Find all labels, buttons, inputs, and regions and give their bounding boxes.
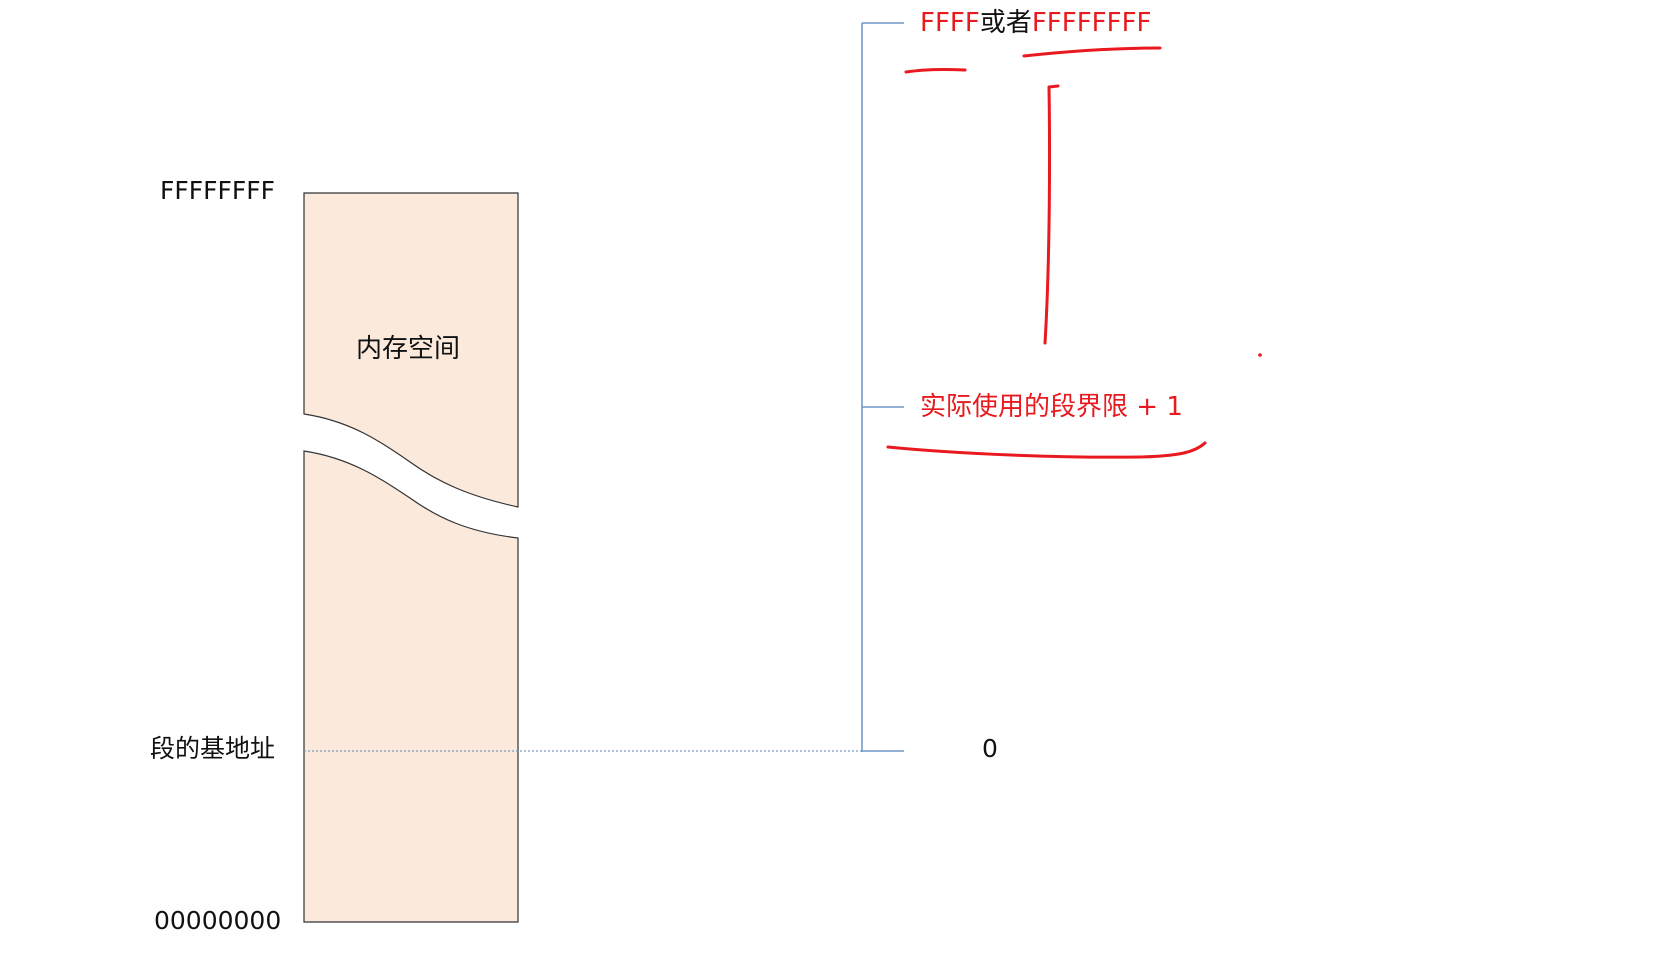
segment-bracket (861, 22, 904, 752)
bracket-stroke (1043, 84, 1060, 345)
segment-limit-label: 实际使用的段界限 + 1 (920, 392, 1183, 422)
underline-ffffffff (1022, 46, 1162, 58)
ink-dot (1258, 353, 1262, 357)
handwritten-annotations (886, 46, 1262, 459)
underline-limit (886, 441, 1207, 459)
segment-max-part2: FFFFFFFF (1031, 8, 1152, 38)
memory-block-lower (303, 450, 519, 923)
segment-max-label: FFFF或者FFFFFFFF (920, 10, 1151, 36)
segment-zero-label: 0 (982, 734, 998, 763)
memory-block-upper (303, 192, 519, 508)
memory-space-label: 内存空间 (356, 334, 461, 364)
top-address-label: FFFFFFFF (160, 176, 276, 205)
bottom-address-label: 00000000 (154, 906, 282, 935)
underline-ffff (904, 67, 967, 74)
base-address-label: 段的基地址 (150, 734, 276, 763)
segment-max-or: 或者 (979, 8, 1032, 38)
segment-max-part1: FFFF (920, 8, 980, 38)
